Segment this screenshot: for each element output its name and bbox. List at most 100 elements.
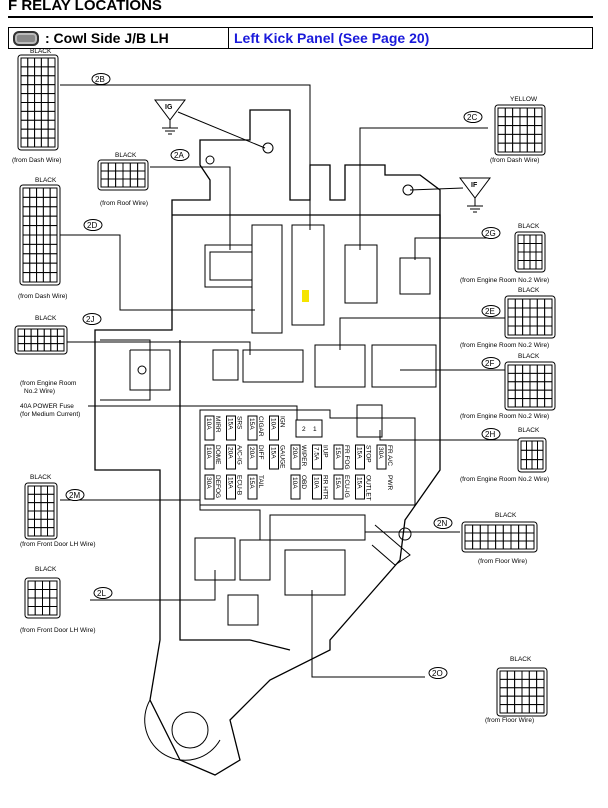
connector-pin: [43, 328, 52, 337]
connector-pin: [497, 107, 506, 118]
connector-source: (from Front Door LH Wire): [20, 541, 95, 548]
connector-pin: [529, 372, 538, 383]
connector-pin: [27, 493, 35, 504]
connector-2b[interactable]: BLACK(from Dash Wire)2B: [12, 48, 111, 164]
connector-color: BLACK: [30, 48, 52, 55]
socket-2g: [399, 257, 431, 295]
connector-2f[interactable]: BLACK(from Engine Room No.2 Wire)2F: [460, 353, 556, 420]
fuse-name: DEFOG: [214, 475, 221, 498]
connector-pin: [535, 243, 543, 253]
connector-pin: [137, 162, 146, 172]
connector-pin: [522, 316, 531, 327]
connector-pin: [49, 253, 58, 264]
connector-source-2: No.2 Wire): [24, 388, 55, 395]
connector-pin: [519, 133, 528, 144]
connector-pin: [507, 398, 516, 408]
fuse-rating: 10A: [205, 418, 212, 430]
connector-pin: [528, 687, 538, 697]
connector-pin: [464, 540, 474, 550]
connector-pin: [49, 262, 58, 274]
connector-pin: [522, 298, 531, 309]
connector-pin: [535, 260, 543, 270]
connector-pin: [107, 162, 117, 172]
connector-pin: [24, 335, 32, 345]
connector-pin: [29, 196, 38, 208]
connector-pin: [47, 137, 56, 148]
connector-pin: [536, 695, 545, 706]
connector-2o[interactable]: BLACK(from Floor Wire)2O: [428, 656, 548, 724]
connector-pin: [43, 343, 52, 352]
connector-pin: [40, 57, 49, 68]
connector-pin: [522, 325, 531, 336]
connector-pin: [42, 206, 51, 217]
fuse-rating: 15A: [356, 447, 363, 459]
connector-pin: [42, 253, 51, 264]
connector-pin: [464, 532, 474, 542]
connector-pin: [536, 687, 545, 697]
connector-pin: [526, 449, 533, 461]
connector-2a[interactable]: BLACK(from Roof Wire)2A: [97, 149, 190, 208]
connector-pin: [544, 298, 553, 309]
connector-pin: [512, 107, 521, 118]
location-link[interactable]: Left Kick Panel (See Page 20): [234, 30, 430, 46]
connector-source: (from Engine Room: [20, 380, 76, 387]
fuse-name: CIGAR: [257, 416, 264, 437]
connector-pin: [27, 75, 36, 86]
connector-pin: [42, 225, 51, 236]
connector-2c[interactable]: YELLOW(from Dash Wire)2C: [463, 96, 546, 164]
fuse-name: STOP: [365, 445, 372, 463]
fuse-rating: 20A: [248, 447, 255, 459]
connector-pin: [47, 510, 55, 520]
connector-pin: [514, 678, 523, 689]
fuse-rating: 15A: [334, 447, 341, 459]
connector-2h[interactable]: BLACK(from Engine Room No.2 Wire)2H: [460, 427, 549, 483]
connector-pin: [36, 225, 44, 236]
ground-ig: IG: [154, 99, 266, 149]
socket-2m-b: [239, 539, 271, 581]
connector-2l[interactable]: BLACK(from Front Door LH Wire)2L: [20, 566, 113, 634]
connector-pin: [497, 133, 506, 144]
socket-2b: [291, 224, 325, 326]
connector-pin: [522, 307, 531, 318]
connector-2g[interactable]: BLACK(from Engine Room No.2 Wire)2G: [460, 223, 549, 284]
connector-2e[interactable]: BLACK(from Engine Room No.2 Wire)2E: [460, 287, 556, 349]
fuse-pwr[interactable]: PWR: [386, 475, 393, 490]
relay-pin-2: 2: [302, 426, 306, 433]
connector-pin: [47, 102, 56, 112]
connector-source: (from Dash Wire): [490, 157, 539, 164]
connector-pin: [507, 325, 516, 336]
connector-2n[interactable]: BLACK(from Floor Wire)2N: [433, 512, 538, 565]
socket-2l: [227, 594, 259, 626]
connector-tag: [481, 428, 501, 440]
connector-pin: [40, 137, 49, 148]
connector-pin: [536, 325, 546, 336]
connector-pin: [521, 678, 530, 689]
connector-pin: [487, 524, 497, 534]
connector-2m[interactable]: BLACK(from Front Door LH Wire)2M: [20, 474, 95, 548]
connector-2d[interactable]: BLACK(from Dash Wire)2D: [18, 177, 103, 300]
relay[interactable]: [295, 419, 323, 438]
connector-pin: [49, 272, 58, 283]
